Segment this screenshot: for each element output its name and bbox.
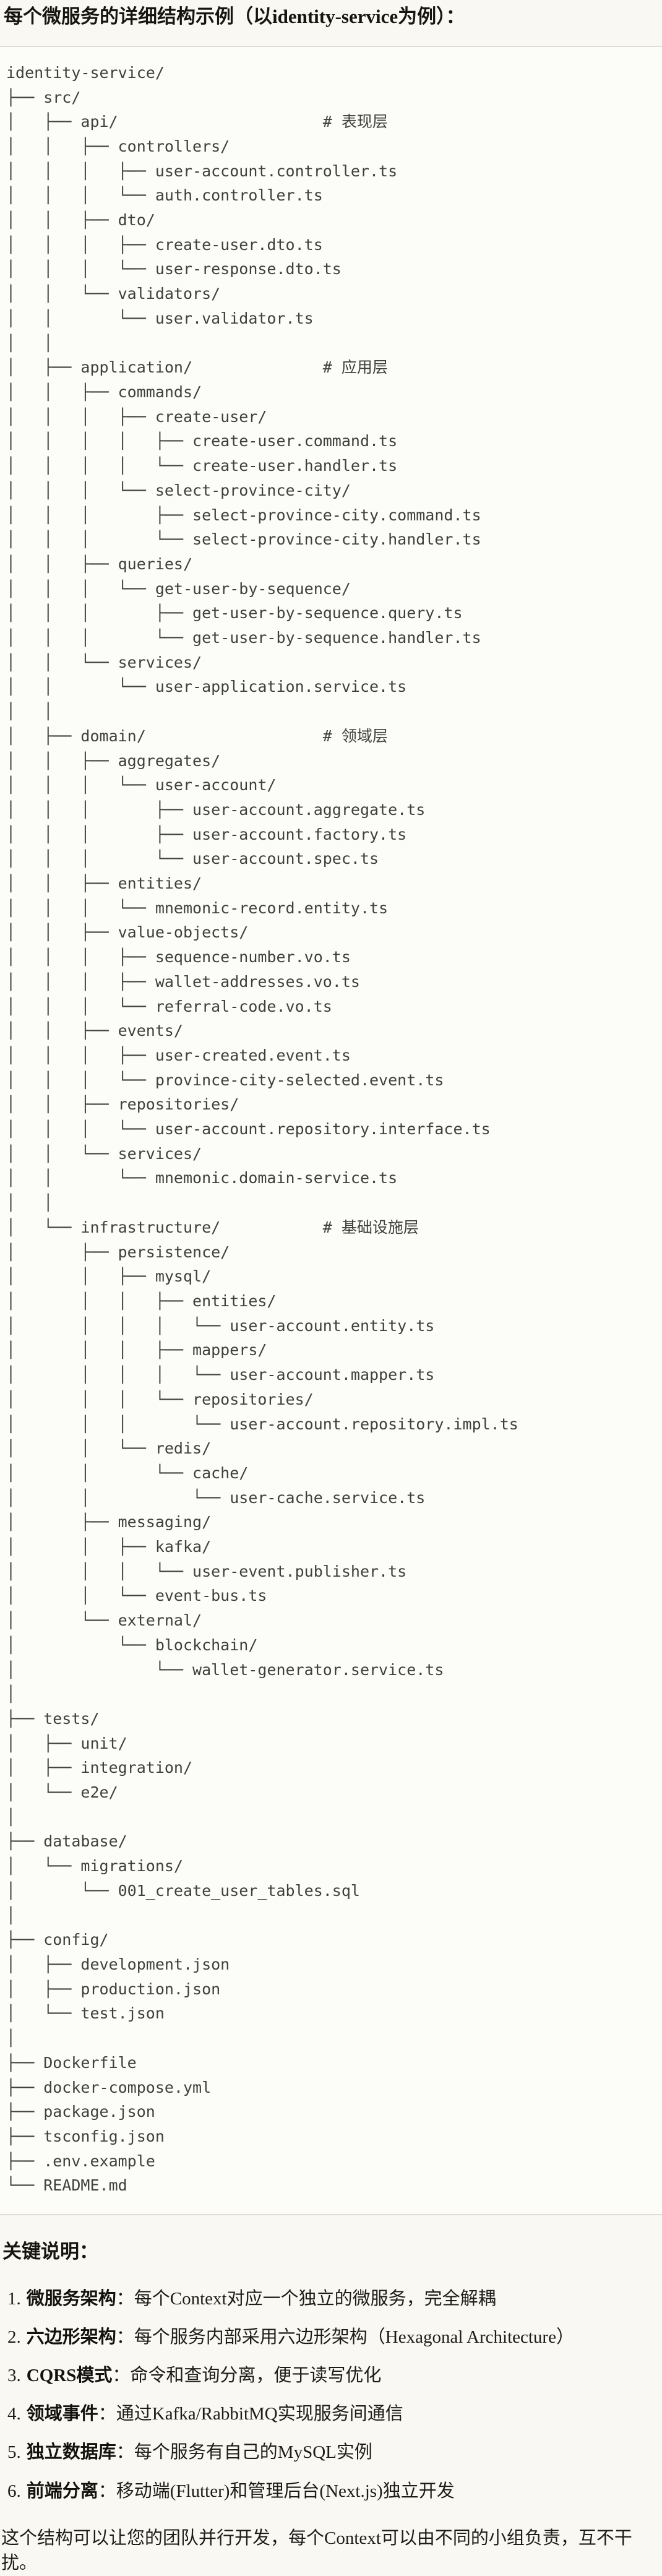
key-point-text: 通过Kafka/RabbitMQ实现服务间通信 [116,2404,403,2424]
key-point-separator: ： [112,2366,131,2386]
directory-tree-code-block: identity-service/ ├── src/ │ ├── api/ # … [0,45,662,2216]
key-point-item: 2.六边形架构：每个服务内部采用六边形架构（Hexagonal Architec… [7,2325,662,2350]
key-point-label: 独立数据库 [26,2442,116,2463]
key-point-number: 3. [7,2366,21,2386]
key-point-item: 1.微服务架构：每个Context对应一个独立的微服务，完全解耦 [7,2287,662,2311]
key-point-text: 每个Context对应一个独立的微服务，完全解耦 [134,2288,496,2309]
key-point-text: 每个服务有自己的MySQL实例 [134,2442,372,2463]
document-page: 每个微服务的详细结构示例（以identity-service为例）： ident… [0,4,662,2576]
key-point-separator: ： [116,2288,134,2309]
key-point-number: 5. [7,2442,21,2463]
key-point-item: 4.领域事件：通过Kafka/RabbitMQ实现服务间通信 [7,2402,662,2426]
key-point-text: 每个服务内部采用六边形架构（Hexagonal Architecture） [134,2327,574,2347]
key-point-label: 领域事件 [26,2404,98,2424]
key-point-label: CQRS模式 [26,2366,113,2386]
key-point-separator: ： [116,2327,134,2347]
key-point-separator: ： [116,2442,134,2463]
key-point-number: 1. [7,2288,21,2309]
key-point-number: 6. [7,2481,21,2501]
key-point-label: 微服务架构 [26,2288,116,2309]
key-point-item: 3.CQRS模式：命令和查询分离，便于读写优化 [7,2364,662,2388]
closing-paragraph: 这个结构可以让您的团队并行开发，每个Context可以由不同的小组负责，互不干扰… [1,2528,632,2574]
key-point-number: 2. [7,2327,21,2347]
key-point-separator: ： [98,2404,116,2424]
key-point-item: 5.独立数据库：每个服务有自己的MySQL实例 [7,2440,662,2465]
key-point-label: 六边形架构 [26,2327,116,2347]
key-point-separator: ： [98,2481,116,2501]
key-point-number: 4. [7,2404,21,2424]
key-point-item: 6.前端分离：移动端(Flutter)和管理后台(Next.js)独立开发 [7,2479,662,2504]
key-point-text: 命令和查询分离，便于读写优化 [130,2366,382,2386]
page-title: 每个微服务的详细结构示例（以identity-service为例）： [4,6,465,27]
key-notes-heading: 关键说明： [2,2241,98,2263]
key-point-text: 移动端(Flutter)和管理后台(Next.js)独立开发 [116,2481,455,2501]
key-point-label: 前端分离 [26,2481,98,2501]
directory-tree: identity-service/ ├── src/ │ ├── api/ # … [6,63,518,2195]
